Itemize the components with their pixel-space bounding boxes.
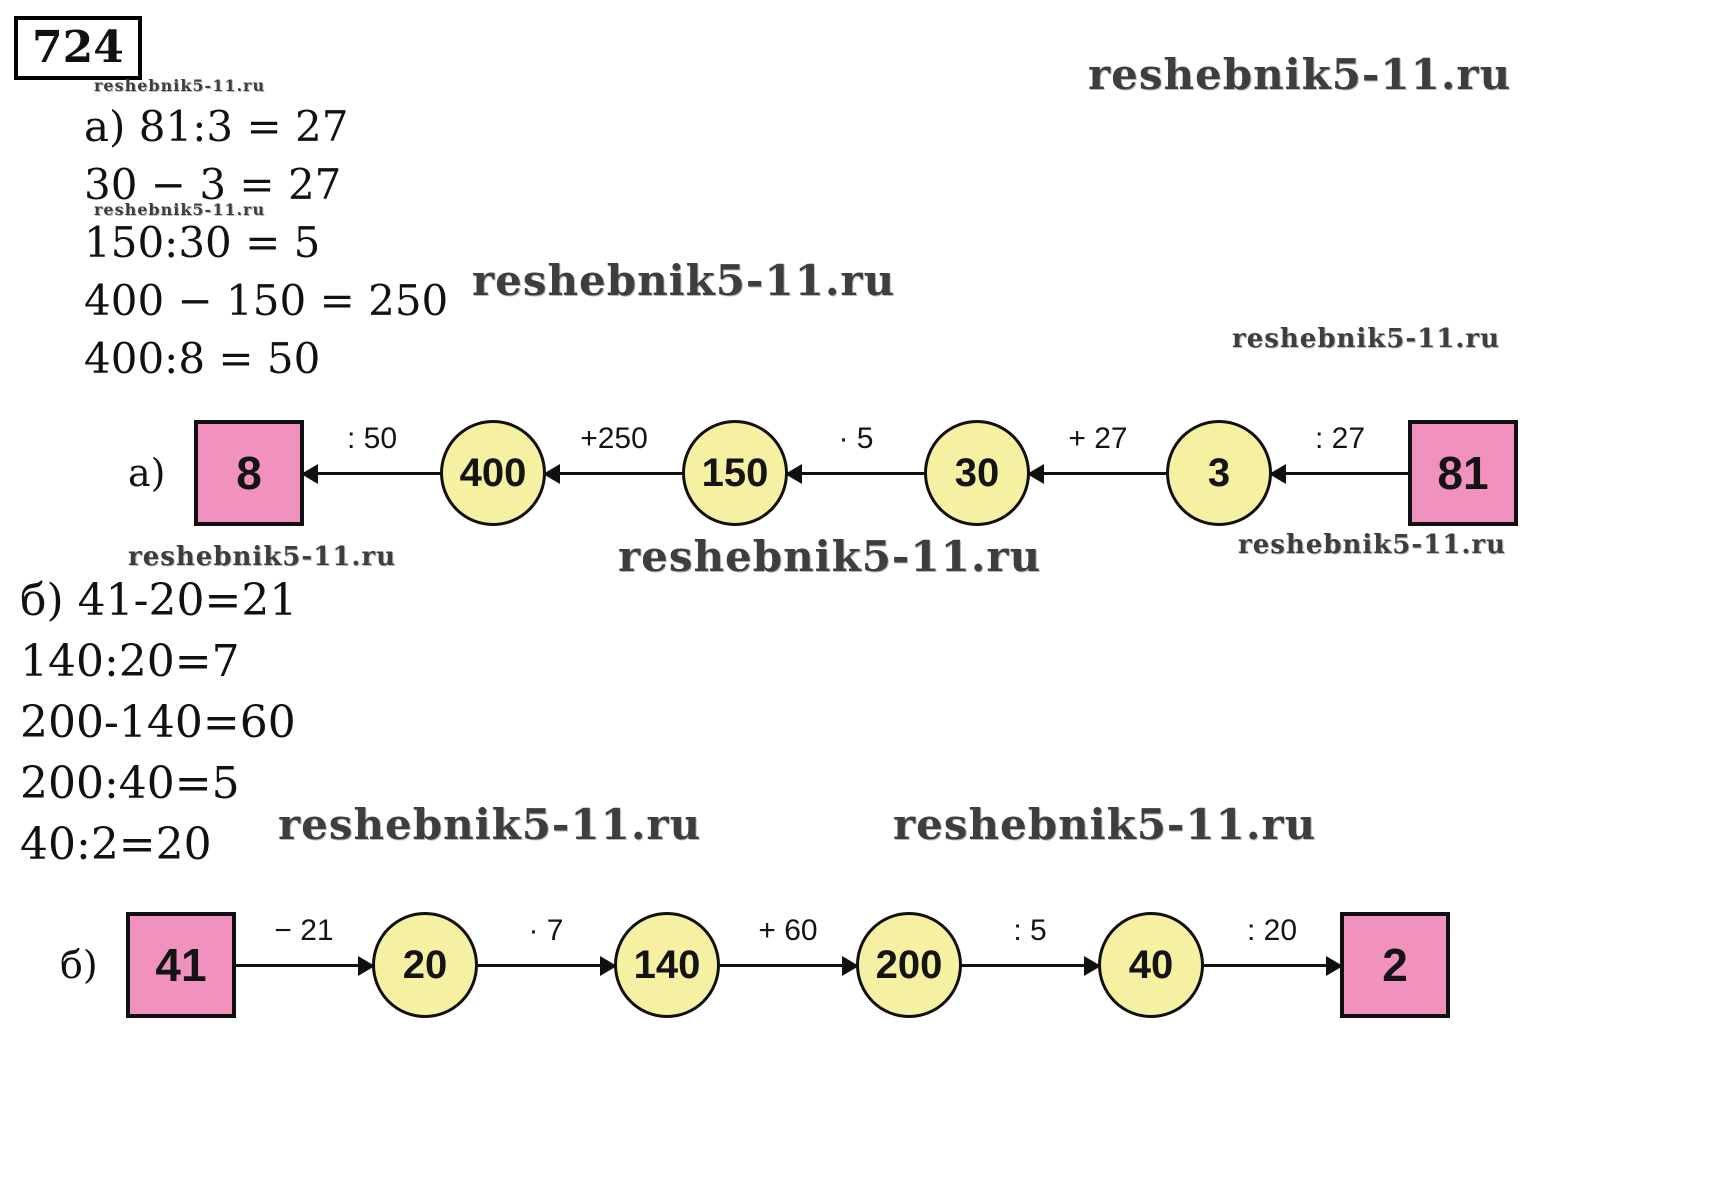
diagram-a-label: а) — [128, 451, 166, 495]
arrow-right-icon — [233, 956, 375, 976]
chain-node-circle: 150 — [682, 420, 788, 526]
arrow-left-icon — [1269, 464, 1411, 484]
chain-node-circle: 140 — [614, 912, 720, 1018]
part-a-equations: а) 81:3 = 27 30 − 3 = 27 150:30 = 5 400 … — [84, 98, 448, 388]
chain-node-square: 8 — [194, 420, 304, 526]
watermark: reshebnik5-11.ru — [278, 800, 702, 849]
chain-step: : 27 — [1269, 420, 1411, 526]
chain-node-square: 81 — [1408, 420, 1518, 526]
watermark: reshebnik5-11.ru — [94, 76, 266, 95]
equation-line: 400 − 150 = 250 — [84, 276, 449, 325]
operation-label: + 27 — [1068, 422, 1128, 455]
watermark: reshebnik5-11.ru — [472, 256, 896, 305]
watermark: reshebnik5-11.ru — [94, 200, 266, 219]
equation-line: 140:20=7 — [20, 636, 240, 687]
operation-label: · 5 — [838, 422, 874, 455]
chain-node-square: 2 — [1340, 912, 1450, 1018]
operation-label: : 50 — [346, 422, 398, 455]
watermark: reshebnik5-11.ru — [128, 542, 397, 572]
arrow-left-icon — [785, 464, 927, 484]
chain-node-circle: 200 — [856, 912, 962, 1018]
equation-line: 40:2=20 — [20, 819, 212, 870]
equation-line: 400:8 = 50 — [84, 334, 321, 383]
operation-label: + 60 — [758, 914, 818, 947]
operation-label: : 20 — [1246, 914, 1298, 947]
arrow-left-icon — [1027, 464, 1169, 484]
diagram-b-label: б) — [60, 943, 98, 987]
chain-step: − 21 — [233, 912, 375, 1018]
chain-node-circle: 40 — [1098, 912, 1204, 1018]
chain-node-circle: 3 — [1166, 420, 1272, 526]
operation-label: · 7 — [528, 914, 564, 947]
watermark: reshebnik5-11.ru — [618, 532, 1042, 581]
arrow-right-icon — [1201, 956, 1343, 976]
operation-label: : 27 — [1314, 422, 1366, 455]
arrow-right-icon — [959, 956, 1101, 976]
chain-step: · 5 — [785, 420, 927, 526]
diagram-b: б) 41 − 21 20 · 7 140 + 60 200 : 5 40 : … — [60, 912, 1450, 1018]
arrow-left-icon — [543, 464, 685, 484]
chain-node-circle: 400 — [440, 420, 546, 526]
equation-line: б) 41-20=21 — [20, 575, 298, 626]
equation-line: 150:30 = 5 — [84, 218, 321, 267]
equation-line: а) 81:3 = 27 — [84, 102, 349, 151]
watermark: reshebnik5-11.ru — [1232, 324, 1501, 354]
arrow-right-icon — [475, 956, 617, 976]
diagram-a: а) 8 : 50 400 +250 150 · 5 30 + 27 3 : 2… — [128, 420, 1518, 526]
chain-step: : 20 — [1201, 912, 1343, 1018]
arrow-right-icon — [717, 956, 859, 976]
operation-label: − 21 — [274, 914, 334, 947]
chain-step: + 27 — [1027, 420, 1169, 526]
operation-label: : 5 — [1013, 914, 1047, 947]
watermark: reshebnik5-11.ru — [1088, 50, 1512, 99]
operation-label: +250 — [580, 422, 648, 455]
part-b-equations: б) 41-20=21 140:20=7 200-140=60 200:40=5… — [20, 570, 297, 875]
chain-node-circle: 20 — [372, 912, 478, 1018]
equation-line: 30 − 3 = 27 — [84, 160, 342, 209]
chain-node-square: 41 — [126, 912, 236, 1018]
arrow-left-icon — [301, 464, 443, 484]
chain-node-circle: 30 — [924, 420, 1030, 526]
chain-step: : 50 — [301, 420, 443, 526]
watermark: reshebnik5-11.ru — [1238, 530, 1507, 560]
equation-line: 200:40=5 — [20, 758, 240, 809]
chain-step: +250 — [543, 420, 685, 526]
chain-step: : 5 — [959, 912, 1101, 1018]
chain-step: · 7 — [475, 912, 617, 1018]
chain-step: + 60 — [717, 912, 859, 1018]
problem-number: 724 — [14, 16, 142, 80]
equation-line: 200-140=60 — [20, 697, 296, 748]
watermark: reshebnik5-11.ru — [893, 800, 1317, 849]
